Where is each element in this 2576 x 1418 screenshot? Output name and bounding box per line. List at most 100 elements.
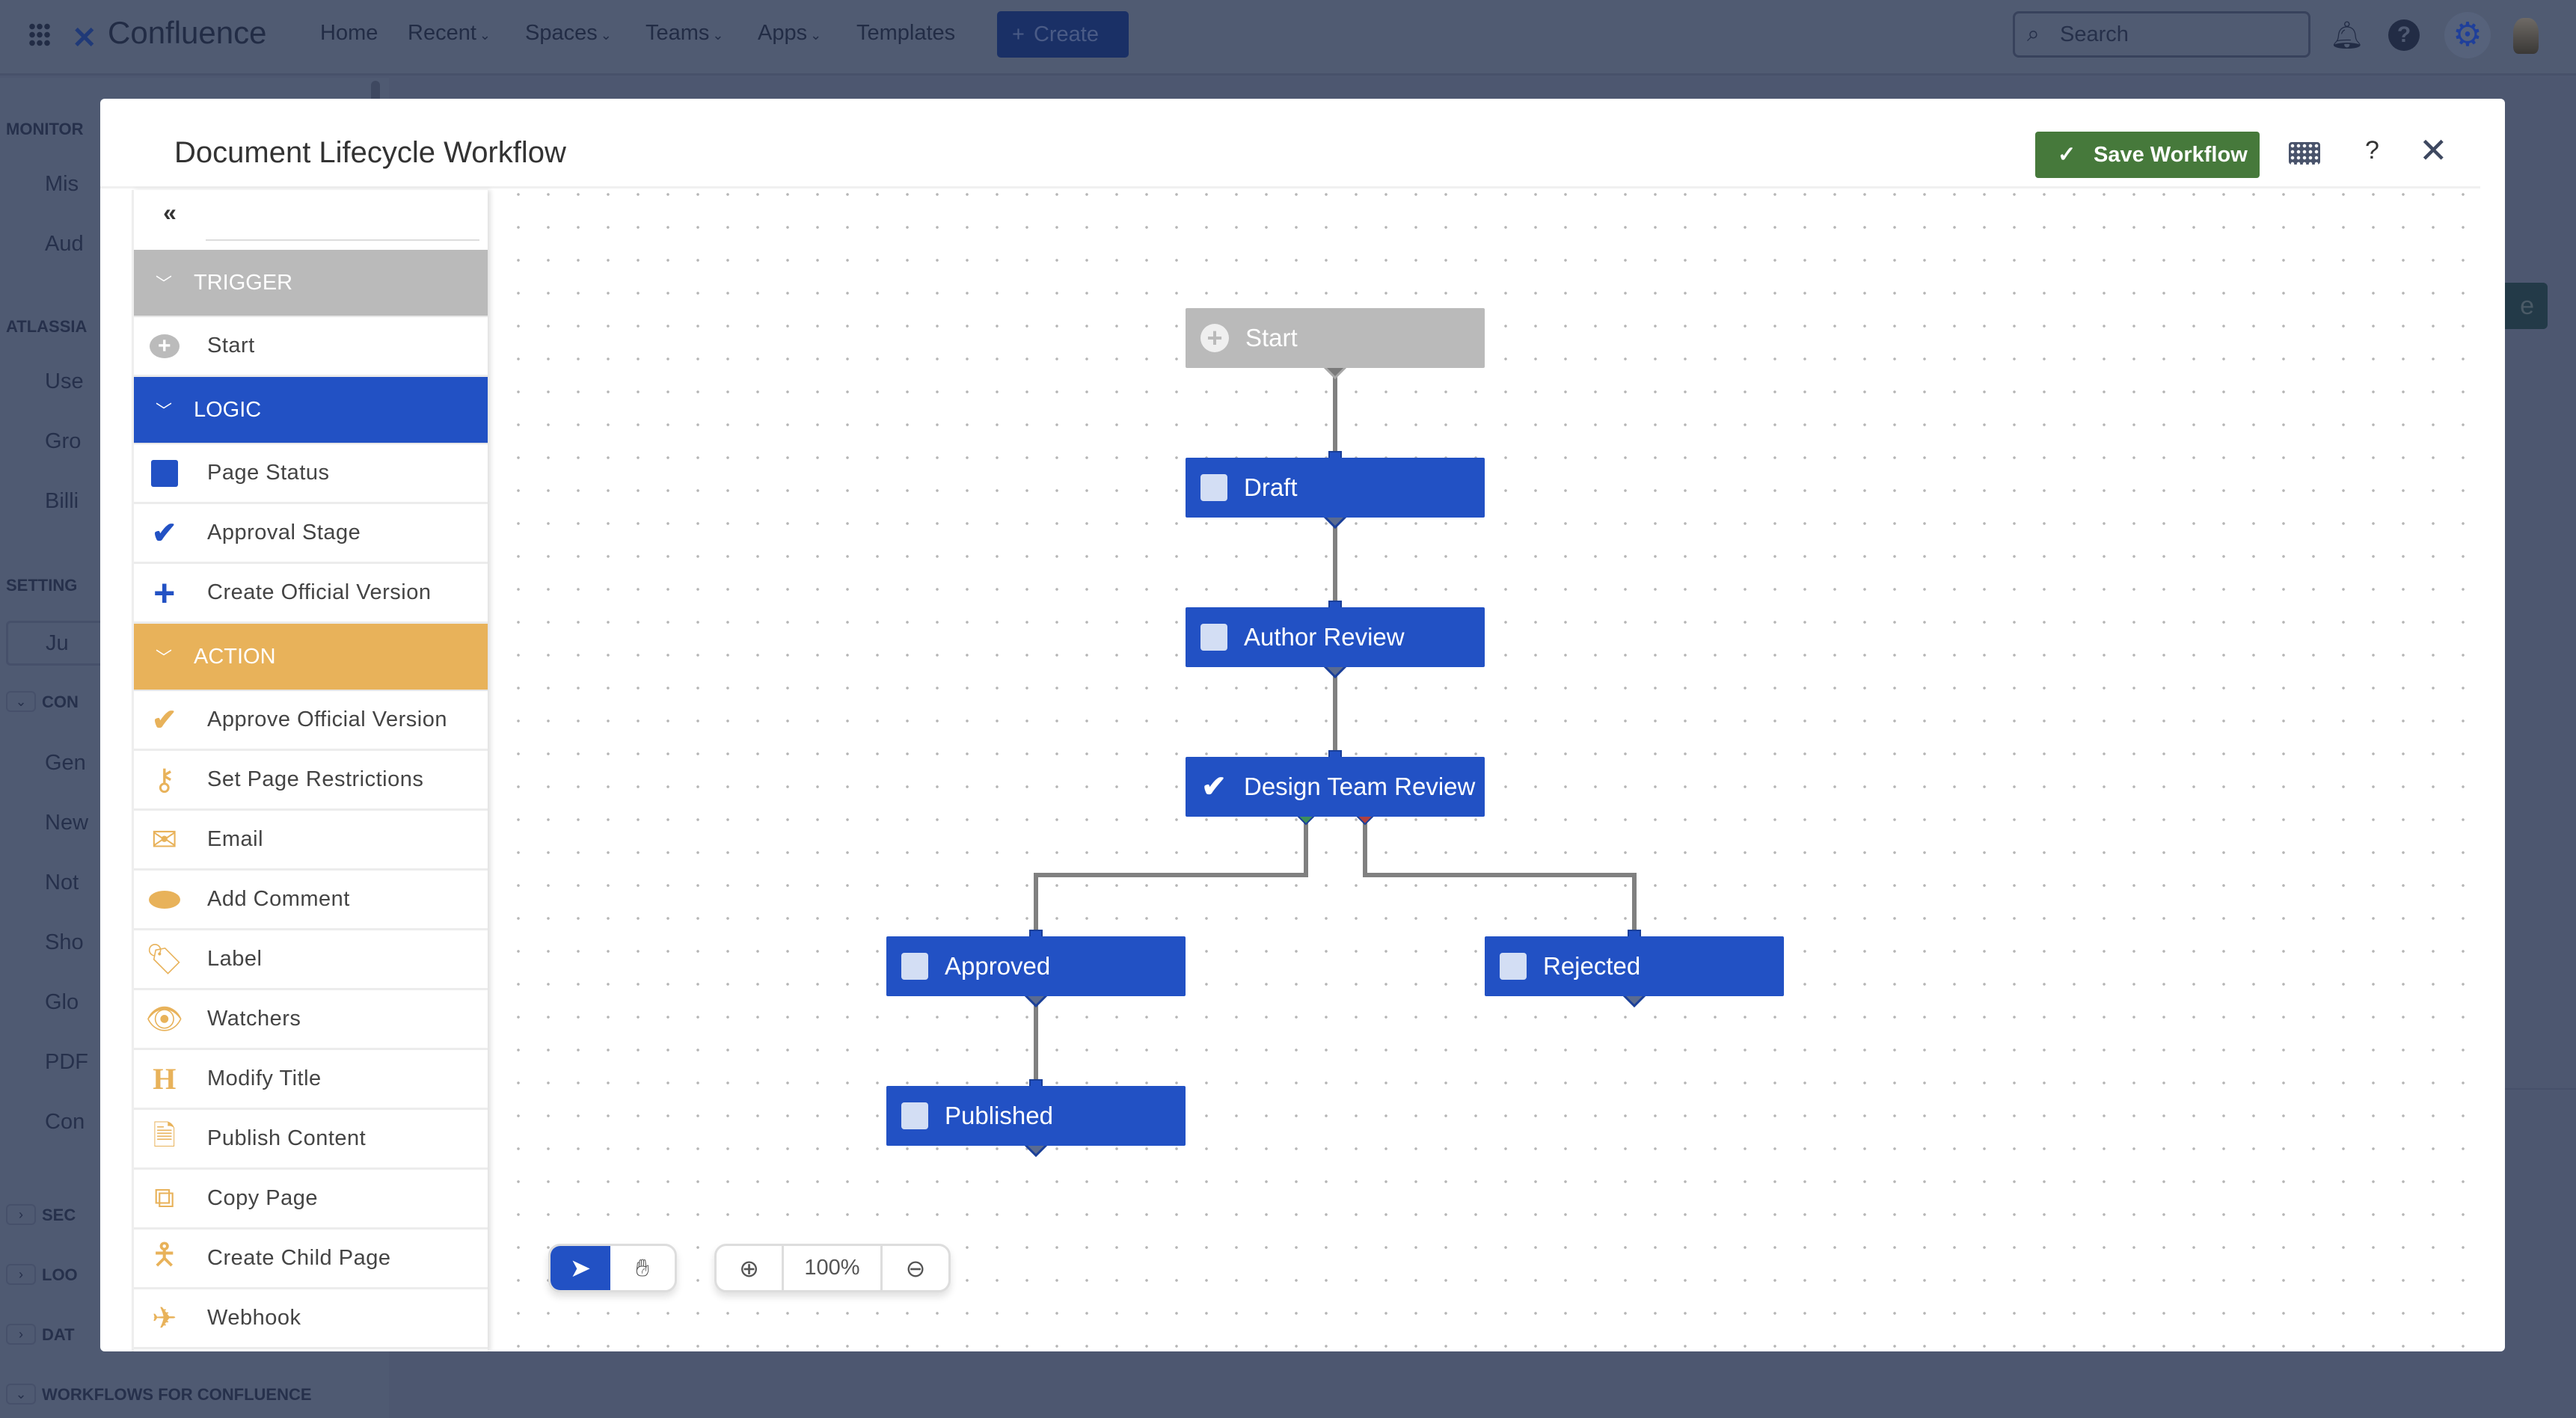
sidebar-item-users[interactable]: Use xyxy=(45,369,84,393)
workflow-canvas[interactable]: + Start Draft Author Review ✔Design Team… xyxy=(497,190,2480,1351)
palette-item-watchers[interactable]: 👁︎Watchers xyxy=(134,990,488,1050)
node-design-team-review[interactable]: ✔Design Team Review xyxy=(1186,757,1485,817)
node-approved[interactable]: Approved xyxy=(886,936,1186,996)
collapse-palette-button[interactable]: « xyxy=(163,199,177,226)
sidebar-item[interactable]: Glo xyxy=(45,990,79,1014)
divider xyxy=(2505,1088,2576,1090)
palette-item-webhook[interactable]: ✈Webhook xyxy=(134,1289,488,1349)
expand-toggle[interactable]: ⌄ xyxy=(6,1384,36,1405)
settings-icon[interactable]: ⚙ xyxy=(2444,12,2491,58)
zoom-out-button[interactable]: ⊖ xyxy=(883,1246,948,1290)
help-button[interactable]: ? xyxy=(2365,136,2379,165)
palette-item-add-comment[interactable]: Add Comment xyxy=(134,871,488,930)
header-divider xyxy=(100,186,2480,188)
keyboard-icon[interactable] xyxy=(2289,142,2320,165)
sidebar-item-groups[interactable]: Gro xyxy=(45,429,82,453)
palette-item-label[interactable]: 🏷︎Label xyxy=(134,930,488,990)
background-button-label: e xyxy=(2520,292,2534,320)
nav-teams[interactable]: Teams⌄ xyxy=(645,21,724,46)
app-switcher-icon[interactable] xyxy=(28,22,51,48)
create-button[interactable]: +Create xyxy=(997,11,1129,58)
node-draft[interactable]: Draft xyxy=(1186,458,1485,518)
node-label: Draft xyxy=(1244,473,1298,501)
connector-design-approved xyxy=(1034,817,1308,935)
zoom-in-button[interactable]: ⊕ xyxy=(717,1246,784,1290)
section-con: CON xyxy=(42,693,79,711)
item-label: Label xyxy=(207,947,263,971)
nav-spaces[interactable]: Spaces⌄ xyxy=(525,21,612,46)
palette-search-input[interactable] xyxy=(206,239,479,241)
sidebar-item[interactable]: Aud xyxy=(45,232,84,256)
pointer-icon: ➤ xyxy=(569,1253,592,1283)
palette-item-copy-page[interactable]: ⧉Copy Page xyxy=(134,1170,488,1230)
sidebar-item[interactable]: Not xyxy=(45,871,79,894)
category-action[interactable]: ﹀ACTION xyxy=(134,624,488,691)
node-rejected[interactable]: Rejected xyxy=(1485,936,1784,996)
item-label: Webhook xyxy=(207,1306,301,1330)
sidebar-item[interactable]: Con xyxy=(45,1110,85,1134)
section-workflows: WORKFLOWS FOR CONFLUENCE xyxy=(42,1385,312,1404)
nav-recent[interactable]: Recent⌄ xyxy=(408,21,491,46)
palette-item-approve-official-version[interactable]: ✔Approve Official Version xyxy=(134,691,488,751)
palette-item-publish-content[interactable]: 🗎︎Publish Content xyxy=(134,1110,488,1170)
palette-item-set-page-restrictions[interactable]: ⚷ Set Page Restrictions xyxy=(134,751,488,811)
nav-apps[interactable]: Apps⌄ xyxy=(758,21,821,46)
category-trigger[interactable]: ﹀TRIGGER xyxy=(134,250,488,317)
pan-tool-button[interactable]: ✋︎ xyxy=(610,1246,675,1290)
confluence-logo-icon: ✕ xyxy=(72,22,97,55)
section-dat: DAT xyxy=(42,1325,75,1344)
zoom-level: 100% xyxy=(784,1246,883,1290)
check-icon: ✓ xyxy=(2058,143,2076,167)
palette-item-start[interactable]: +Start xyxy=(134,317,488,377)
category-label: TRIGGER xyxy=(194,270,293,295)
checkbox-icon xyxy=(1500,953,1527,980)
item-label: Copy Page xyxy=(207,1186,318,1210)
palette-item-create-child-page[interactable]: 🯅︎Create Child Page xyxy=(134,1230,488,1289)
node-published[interactable]: Published xyxy=(886,1086,1186,1146)
nav-home[interactable]: Home xyxy=(320,21,378,45)
category-logic[interactable]: ﹀LOGIC xyxy=(134,377,488,444)
palette-item-email[interactable]: ✉Email xyxy=(134,811,488,871)
select-tool-button[interactable]: ➤ xyxy=(551,1246,610,1290)
sidebar-item[interactable]: Mis xyxy=(45,172,79,196)
sidebar-item[interactable]: Gen xyxy=(45,751,86,775)
comment-icon xyxy=(134,890,195,909)
connector-segments xyxy=(1034,368,1367,1086)
search-placeholder: Search xyxy=(2060,22,2129,46)
key-icon: ⚷ xyxy=(153,763,176,797)
expand-toggle[interactable]: › xyxy=(6,1204,36,1225)
palette-item-page-status[interactable]: Page Status xyxy=(134,444,488,504)
search-input[interactable]: ⌕Search xyxy=(2013,11,2310,58)
expand-toggle[interactable]: › xyxy=(6,1324,36,1345)
check-icon: ✔ xyxy=(151,703,177,737)
brand-name[interactable]: Confluence xyxy=(108,15,267,50)
avatar[interactable] xyxy=(2513,18,2539,54)
expand-toggle[interactable]: ⌄ xyxy=(6,691,36,712)
sidebar-item[interactable]: New xyxy=(45,811,89,835)
palette-top: « xyxy=(134,190,488,250)
item-label: Page Status xyxy=(207,461,330,485)
plus-circle-icon: + xyxy=(1200,324,1229,352)
checkbox-icon xyxy=(901,953,928,980)
nav-spaces-label: Spaces xyxy=(525,21,598,45)
node-author-review[interactable]: Author Review xyxy=(1186,607,1485,667)
palette-item-create-official-version[interactable]: +Create Official Version xyxy=(134,564,488,624)
sidebar-item[interactable]: PDF xyxy=(45,1050,88,1074)
close-icon[interactable]: ✕ xyxy=(2419,131,2448,170)
check-icon: ✔ xyxy=(151,516,177,550)
palette-item-approval-stage[interactable]: ✔Approval Stage xyxy=(134,504,488,564)
save-workflow-button[interactable]: ✓Save Workflow xyxy=(2035,132,2260,178)
sidebar-item-billing[interactable]: Billi xyxy=(45,489,79,513)
section-sec: SEC xyxy=(42,1206,76,1224)
nav-recent-label: Recent xyxy=(408,21,476,45)
checkbox-icon xyxy=(1200,624,1227,651)
node-start[interactable]: + Start xyxy=(1186,308,1485,368)
nav-templates[interactable]: Templates xyxy=(856,21,956,45)
notifications-icon[interactable]: 🔔︎ xyxy=(2330,19,2364,50)
sidebar-item[interactable]: Sho xyxy=(45,930,84,954)
expand-toggle[interactable]: › xyxy=(6,1264,36,1285)
item-label: Start xyxy=(207,334,255,357)
item-label: Set Page Restrictions xyxy=(207,767,424,791)
help-icon[interactable]: ? xyxy=(2388,19,2420,51)
